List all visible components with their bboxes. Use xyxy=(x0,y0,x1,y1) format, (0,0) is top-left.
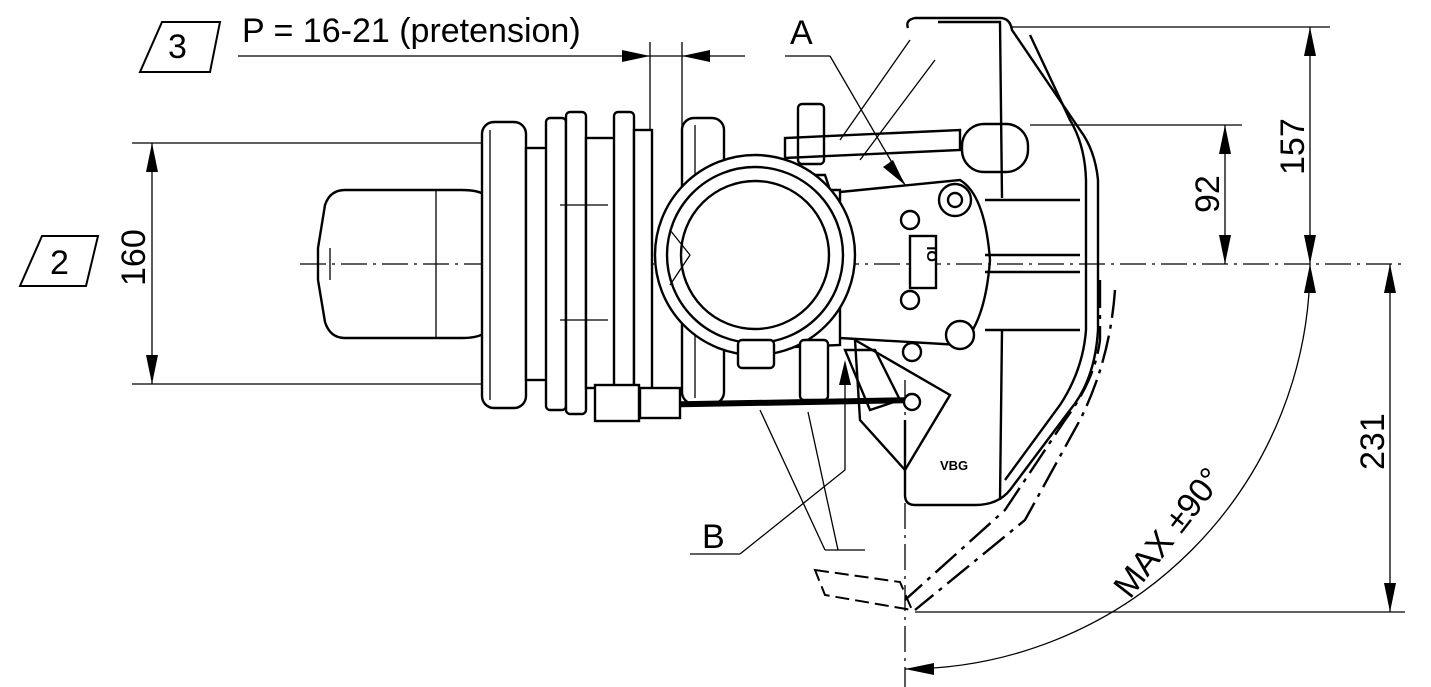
pretension-arrow-right xyxy=(682,50,710,62)
dimension-92: 92 xyxy=(1030,124,1242,264)
callout-2-number: 2 xyxy=(50,244,69,282)
pretension-label: P = 16-21 (pretension) xyxy=(242,12,581,50)
swing-phantom xyxy=(759,280,1117,612)
label-b-leader xyxy=(739,370,846,555)
dimension-231: 231 xyxy=(915,264,1405,613)
label-a: A xyxy=(790,14,813,52)
housing-plate: OL xyxy=(839,178,992,363)
callout-box-2: 2 xyxy=(18,235,100,287)
dimension-160: 160 xyxy=(115,142,520,385)
callout-3-number: 3 xyxy=(168,28,187,66)
dimension-231-label: 231 xyxy=(1354,413,1392,470)
bottom-pivot xyxy=(593,337,952,473)
callout-box-3: 3 xyxy=(138,21,222,73)
dimension-92-label: 92 xyxy=(1189,175,1227,213)
svg-text:OL: OL xyxy=(924,241,941,262)
coupling-body xyxy=(653,153,857,370)
pretension-arrow-left xyxy=(622,50,650,62)
dimension-160-label: 160 xyxy=(115,229,153,286)
dimension-157: 157 xyxy=(1010,26,1330,264)
vbg-logo: VBG xyxy=(940,458,968,473)
top-lever xyxy=(783,102,1030,174)
jaw-frame: VBG xyxy=(839,16,1100,507)
dimension-157-label: 157 xyxy=(1274,118,1312,175)
label-b: B xyxy=(702,518,725,556)
swing-angle-label: MAX ±90° xyxy=(1106,461,1230,605)
